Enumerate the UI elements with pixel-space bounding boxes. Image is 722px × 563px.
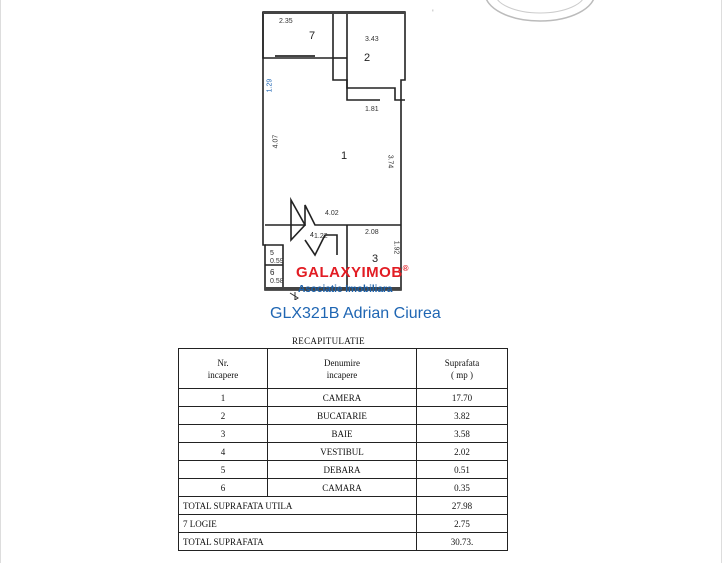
row-area: 0.51 bbox=[416, 460, 508, 479]
table-row: 1 CAMERA 17.70 bbox=[178, 388, 508, 407]
row-area: 0.35 bbox=[416, 478, 508, 497]
recap-table: Nr. incapere Denumire incapere Suprafata… bbox=[178, 348, 508, 551]
total-util-row: TOTAL SUPRAFATA UTILA 27.98 bbox=[178, 496, 508, 515]
header-nr-line1: Nr. bbox=[217, 357, 229, 368]
dimension-label: 3.43 bbox=[365, 36, 379, 43]
row-area: 17.70 bbox=[416, 388, 508, 407]
row-nr: 1 bbox=[178, 388, 268, 407]
total-row: TOTAL SUPRAFATA 30.73. bbox=[178, 532, 508, 551]
floor-plan-drawing bbox=[262, 11, 406, 300]
row-nr: 3 bbox=[178, 424, 268, 443]
header-nr: Nr. incapere bbox=[178, 348, 268, 389]
dimension-label: 1.81 bbox=[365, 106, 379, 113]
header-nr-line2: incapere bbox=[207, 369, 239, 380]
corner-mark: ' bbox=[432, 8, 434, 18]
table-row: 4 VESTIBUL 2.02 bbox=[178, 442, 508, 461]
room-label-5: 5 bbox=[270, 250, 274, 257]
floor-plan: 7 2 1 3 4 5 6 2.35 3.43 1.81 4.07 3.74 4… bbox=[255, 0, 415, 300]
table-header-row: Nr. incapere Denumire incapere Suprafata… bbox=[178, 348, 508, 389]
dimension-label: 4.02 bbox=[325, 210, 339, 217]
table-row: 6 CAMARA 0.35 bbox=[178, 478, 508, 497]
row-name: BAIE bbox=[267, 424, 417, 443]
row-name: CAMERA bbox=[267, 388, 417, 407]
logie-value: 2.75 bbox=[416, 514, 508, 533]
registered-mark: ® bbox=[402, 264, 410, 273]
table-row: 3 BAIE 3.58 bbox=[178, 424, 508, 443]
room-label-2: 2 bbox=[364, 52, 371, 64]
brand-logo: GALAXYIMOB® bbox=[296, 264, 409, 281]
dimension-label: 1.92 bbox=[392, 240, 400, 255]
table-row: 5 DEBARA 0.51 bbox=[178, 460, 508, 479]
total-util-value: 27.98 bbox=[416, 496, 508, 515]
total-value: 30.73. bbox=[416, 532, 508, 551]
brand-logo-text: GALAXYIMOB bbox=[296, 264, 403, 281]
row-name: VESTIBUL bbox=[267, 442, 417, 461]
dimension-label: 2.35 bbox=[279, 18, 293, 25]
total-label: TOTAL SUPRAFATA bbox=[178, 532, 417, 551]
row-nr: 5 bbox=[178, 460, 268, 479]
row-area: 2.02 bbox=[416, 442, 508, 461]
header-name-line2: incapere bbox=[326, 369, 358, 380]
row-area: 3.82 bbox=[416, 406, 508, 425]
logie-label: 7 LOGIE bbox=[178, 514, 417, 533]
room-label-1: 1 bbox=[341, 150, 348, 162]
table-row: 2 BUCATARIE 3.82 bbox=[178, 406, 508, 425]
dimension-label: 3.74 bbox=[386, 154, 394, 169]
row-nr: 4 bbox=[178, 442, 268, 461]
dimension-label: 0.58 bbox=[270, 278, 284, 285]
total-util-label: TOTAL SUPRAFATA UTILA bbox=[178, 496, 417, 515]
header-area-line1: Suprafata bbox=[444, 357, 480, 368]
dimension-label: 0.59 bbox=[270, 258, 284, 265]
header-area-line2: ( mp ) bbox=[451, 369, 473, 380]
room-label-3: 3 bbox=[372, 253, 379, 265]
agent-line: GLX321B Adrian Ciurea bbox=[270, 305, 441, 322]
dimension-label: 4.07 bbox=[272, 134, 280, 149]
row-nr: 6 bbox=[178, 478, 268, 497]
row-name: CAMARA bbox=[267, 478, 417, 497]
brand-subtitle: Asociatie Imobiliara bbox=[298, 284, 393, 295]
dimension-label: 2.08 bbox=[365, 229, 379, 236]
logie-row: 7 LOGIE 2.75 bbox=[178, 514, 508, 533]
row-name: DEBARA bbox=[267, 460, 417, 479]
stamp-mark bbox=[485, 0, 595, 22]
row-area: 3.58 bbox=[416, 424, 508, 443]
room-label-7: 7 bbox=[309, 30, 316, 42]
header-name: Denumire incapere bbox=[267, 348, 417, 389]
row-name: BUCATARIE bbox=[267, 406, 417, 425]
dimension-label: 1.22 bbox=[314, 233, 328, 240]
room-label-4: 4 bbox=[310, 232, 314, 239]
header-name-line1: Denumire bbox=[324, 357, 360, 368]
room-label-6: 6 bbox=[270, 268, 275, 277]
header-area: Suprafata ( mp ) bbox=[416, 348, 508, 389]
recap-title: RECAPITULATIE bbox=[292, 336, 365, 346]
dimension-label: 1.29 bbox=[266, 78, 274, 93]
row-nr: 2 bbox=[178, 406, 268, 425]
